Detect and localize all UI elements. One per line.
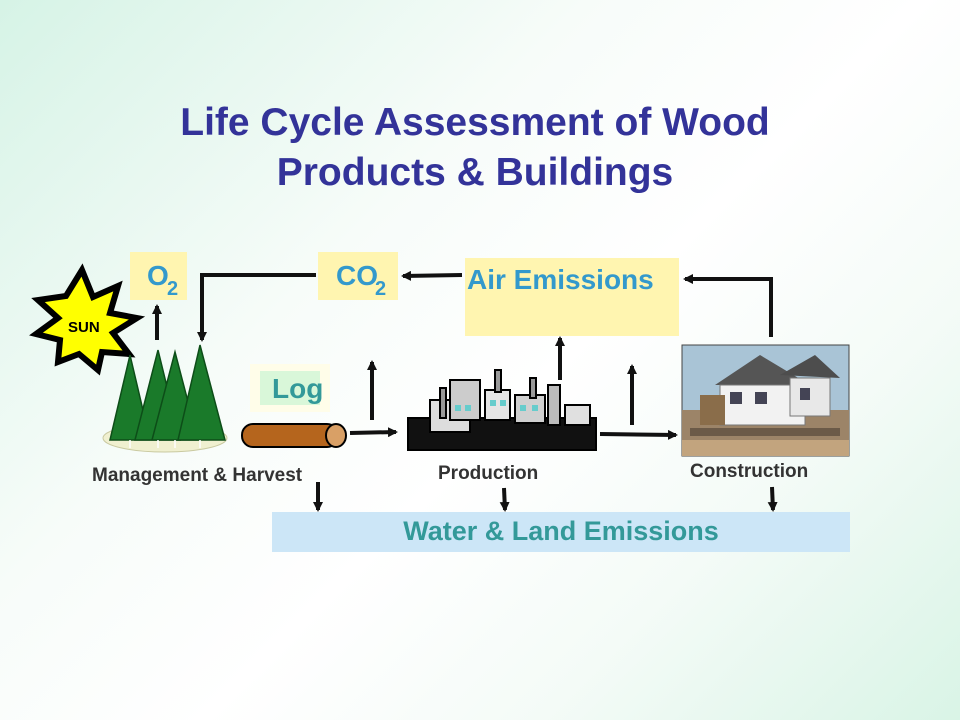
arrow-air-to-co2 — [401, 270, 463, 281]
stage-production: Production — [438, 463, 539, 484]
log-box: Log — [250, 364, 330, 412]
arrow-production-to-construction — [599, 429, 678, 440]
arrow-log-to-production — [349, 427, 398, 438]
arrow-production-to-water — [499, 487, 510, 512]
flow-arrows — [152, 270, 778, 512]
page-title: Life Cycle Assessment of Wood Products &… — [80, 98, 870, 198]
water-land-emissions-box: Water & Land Emissions — [272, 512, 850, 552]
o2-subscript: 2 — [167, 278, 179, 300]
house-image — [681, 344, 850, 457]
co2-subscript: 2 — [375, 278, 387, 300]
o2-box: O 2 — [130, 252, 187, 300]
sun-icon: SUN — [29, 263, 146, 376]
log-icon — [241, 423, 347, 448]
log-label: Log — [272, 373, 324, 404]
water-land-emissions-label: Water & Land Emissions — [403, 516, 719, 546]
log-label-background: Log — [260, 371, 324, 405]
co2-box: CO 2 — [318, 252, 398, 300]
air-emissions-box: Air Emissions — [465, 258, 679, 336]
factory-windows — [455, 400, 538, 411]
arrow-co2-to-trees — [197, 273, 316, 342]
title-line-2: Products & Buildings — [276, 151, 674, 194]
title-line-1: Life Cycle Assessment of Wood — [180, 101, 770, 144]
arrow-construction-to-air — [683, 274, 773, 337]
air-emissions-label: Air Emissions — [467, 264, 654, 295]
sun-label: SUN — [68, 319, 100, 336]
co2-label: CO — [336, 260, 378, 291]
trees-icon — [102, 344, 228, 453]
factory-icon — [407, 369, 597, 451]
stage-construction: Construction — [690, 461, 809, 482]
stage-management-harvest: Management & Harvest — [92, 465, 303, 486]
o2-label: O — [147, 260, 169, 291]
arrow-construction-to-water — [767, 486, 778, 512]
